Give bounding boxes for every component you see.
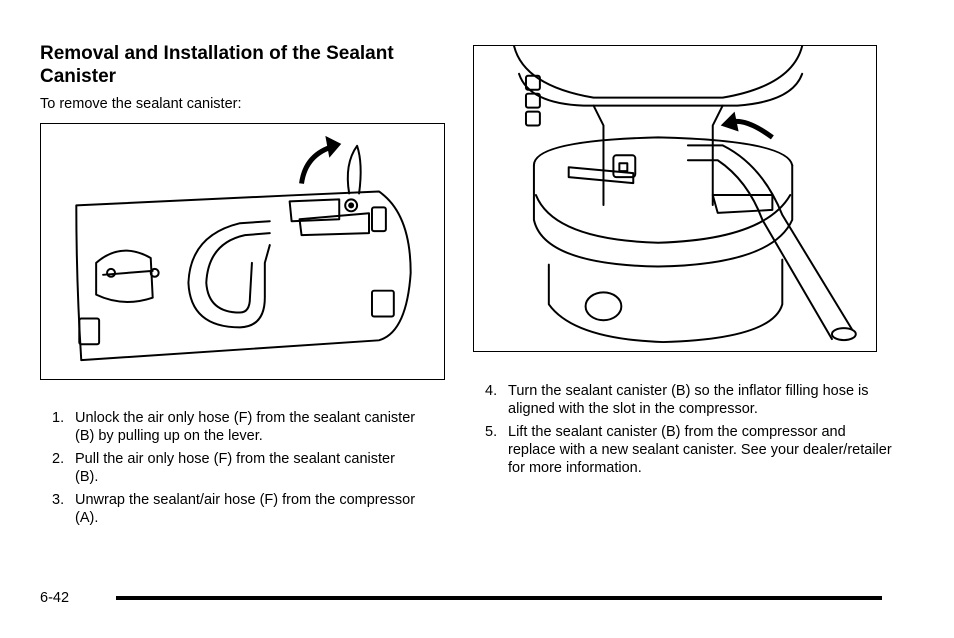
list-item: 4.Turn the sealant canister (B) so the i… (485, 383, 869, 417)
intro-text: To remove the sealant canister: (40, 96, 242, 112)
list-item: 3.Unwrap the sealant/air hose (F) from t… (52, 492, 416, 526)
removal-steps-list-2: 4.Turn the sealant canister (B) so the i… (473, 382, 893, 482)
figure-unlock-hose (40, 123, 445, 380)
canister-rotation-illustration (513, 46, 857, 344)
removal-steps-list-1: 1.Unlock the air only hose (F) from the … (40, 409, 420, 532)
footer-rule (116, 596, 882, 600)
list-item: 5.Lift the sealant canister (B) from the… (485, 424, 892, 476)
section-title: Removal and Installation of the Sealant … (40, 43, 394, 87)
figure-turn-canister (473, 45, 877, 352)
page-number: 6-42 (40, 590, 70, 606)
compressor-lever-illustration (75, 135, 412, 362)
list-item: 1.Unlock the air only hose (F) from the … (52, 410, 416, 444)
list-item: 2.Pull the air only hose (F) from the se… (52, 451, 395, 485)
